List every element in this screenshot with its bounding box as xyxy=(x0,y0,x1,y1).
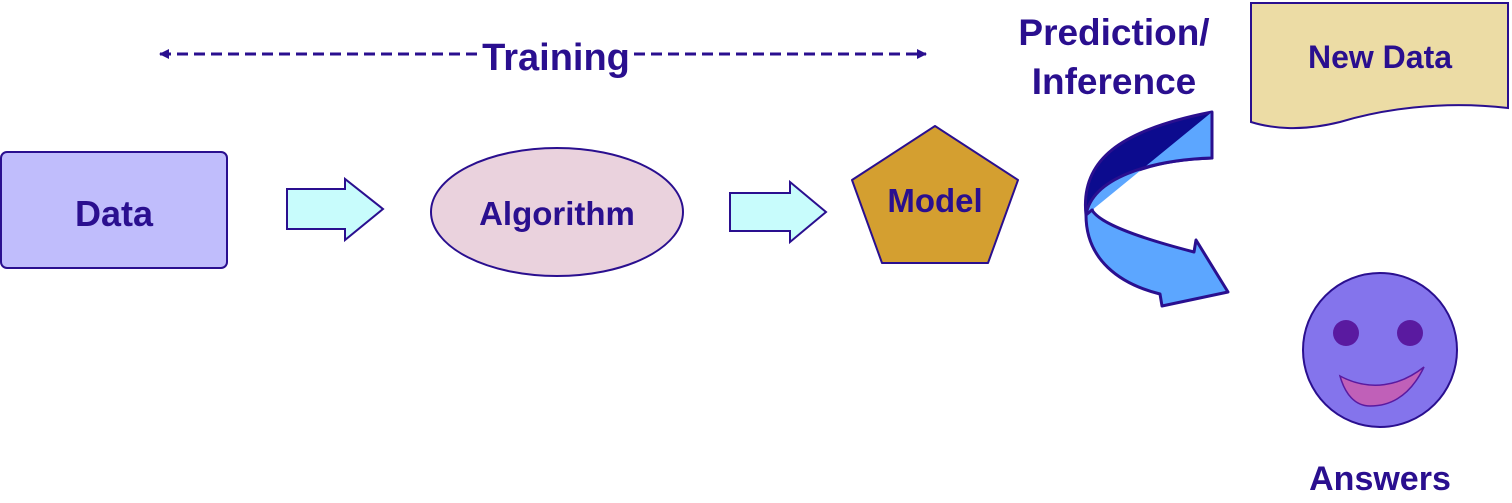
model-label: Model xyxy=(887,182,982,219)
answers-label: Answers xyxy=(1309,460,1451,498)
new-data-label: New Data xyxy=(1308,39,1452,75)
algorithm-label: Algorithm xyxy=(479,195,635,232)
algorithm-node: Algorithm xyxy=(430,147,684,277)
smiley-right-eye-icon xyxy=(1397,320,1423,346)
smiley-mouth-icon xyxy=(1338,366,1425,407)
data-label: Data xyxy=(75,193,154,234)
answers-smiley-icon xyxy=(1302,272,1458,428)
smiley-left-eye-icon xyxy=(1333,320,1359,346)
inference-label: Inference xyxy=(1032,61,1197,102)
flow-arrow-algorithm-to-model xyxy=(729,179,828,245)
prediction-curved-arrow xyxy=(1083,110,1230,308)
new-data-node: New Data xyxy=(1250,2,1509,130)
prediction-label: Prediction/ xyxy=(1018,12,1209,53)
flow-arrow-data-to-algorithm xyxy=(286,176,385,243)
data-node: Data xyxy=(0,151,228,269)
model-node: Model xyxy=(851,125,1019,264)
training-label: Training xyxy=(482,37,630,79)
